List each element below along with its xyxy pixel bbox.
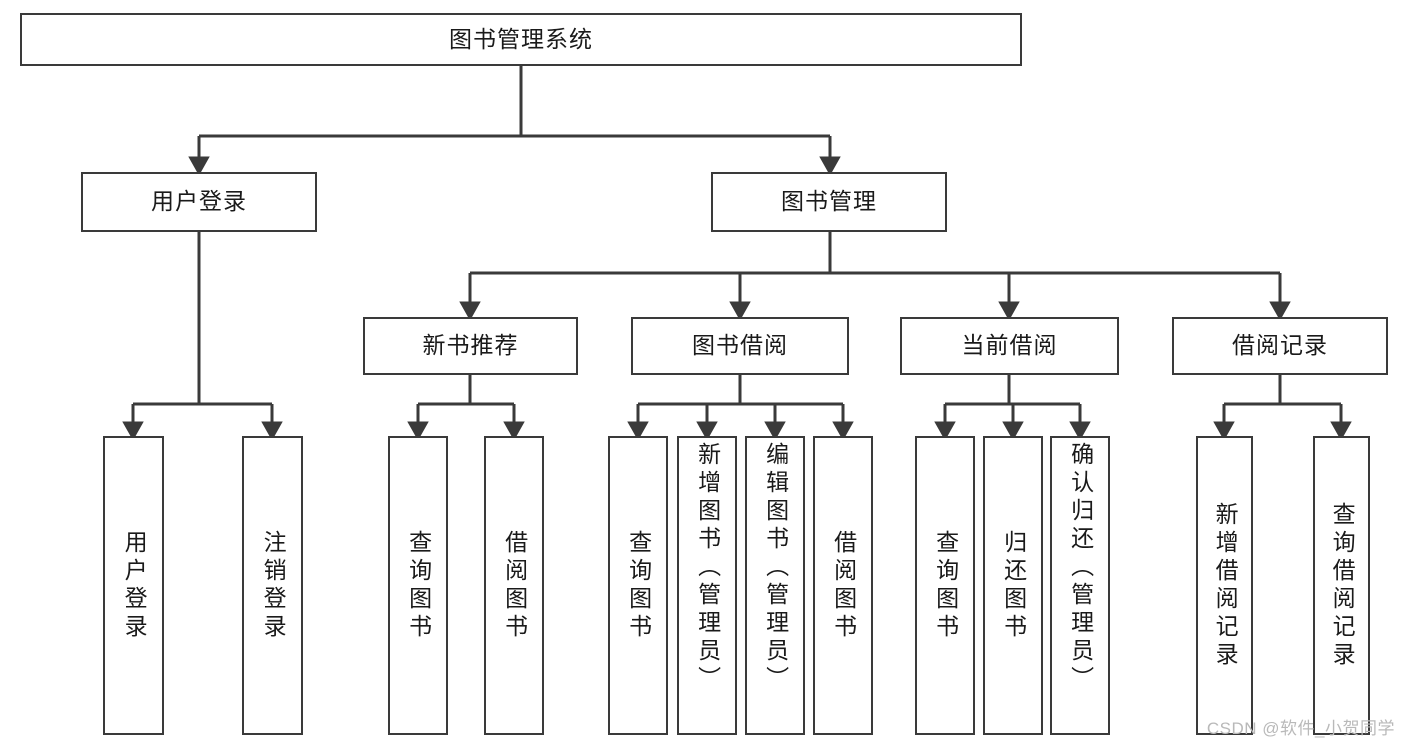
node-leaf-return-book[interactable]: 归还图书 — [983, 436, 1043, 735]
node-leaf-edit-book-admin[interactable]: 编辑图书（管理员） — [745, 436, 805, 735]
node-leaf-borrow-book-recommend[interactable]: 借阅图书 — [484, 436, 544, 735]
edges-currentborrow-to-leaves — [934, 375, 1091, 441]
node-leaf-borrow-book[interactable]: 借阅图书 — [813, 436, 873, 735]
node-root[interactable]: 图书管理系统 — [20, 13, 1022, 66]
node-leaf-query-book-recommend[interactable]: 查询图书 — [388, 436, 448, 735]
node-borrow-record[interactable]: 借阅记录 — [1172, 317, 1388, 375]
node-leaf-user-login[interactable]: 用户登录 — [103, 436, 164, 735]
node-leaf-add-book-admin[interactable]: 新增图书（管理员） — [677, 436, 737, 735]
node-leaf-query-book-borrow[interactable]: 查询图书 — [608, 436, 668, 735]
node-leaf-user-logout[interactable]: 注销登录 — [242, 436, 303, 735]
edges-userlogin-to-leaves — [122, 232, 283, 441]
edges-bookborrow-to-leaves — [627, 375, 854, 441]
node-leaf-query-borrow-record[interactable]: 查询借阅记录 — [1313, 436, 1370, 735]
node-book-manage[interactable]: 图书管理 — [711, 172, 947, 232]
edges-root-to-level2 — [188, 66, 841, 176]
node-leaf-query-book-current[interactable]: 查询图书 — [915, 436, 975, 735]
node-leaf-add-borrow-record[interactable]: 新增借阅记录 — [1196, 436, 1253, 735]
edges-bookmanage-to-level3 — [459, 232, 1291, 321]
node-current-borrow[interactable]: 当前借阅 — [900, 317, 1119, 375]
node-book-borrow[interactable]: 图书借阅 — [631, 317, 849, 375]
edges-newbook-to-leaves — [407, 375, 525, 441]
node-user-login[interactable]: 用户登录 — [81, 172, 317, 232]
node-leaf-confirm-return-admin[interactable]: 确认归还（管理员） — [1050, 436, 1110, 735]
edges-borrowrecord-to-leaves — [1213, 375, 1352, 441]
node-new-book-recommend[interactable]: 新书推荐 — [363, 317, 578, 375]
